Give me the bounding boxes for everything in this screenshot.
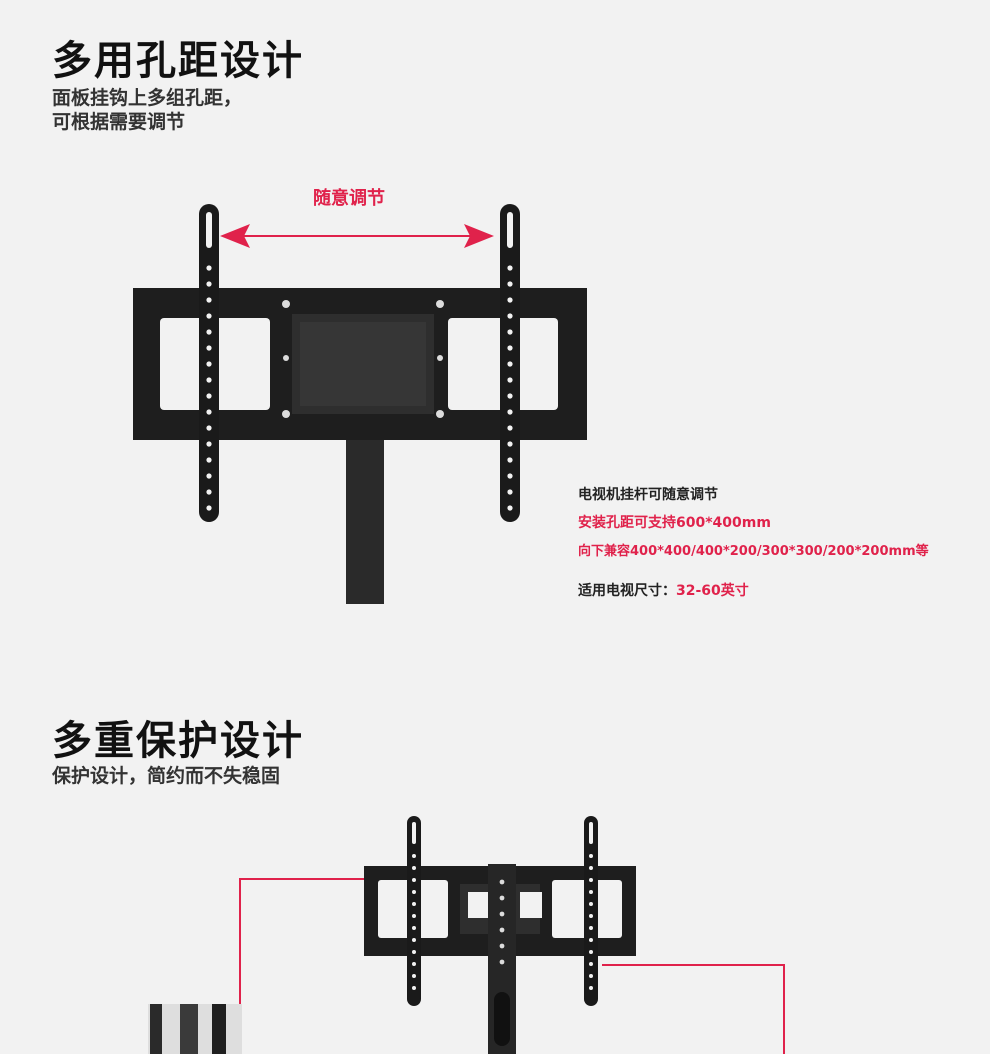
callout-lines [239,878,785,1054]
left-hanger-bar [199,204,219,522]
section2-subtitle: 保护设计，简约而不失稳固 [52,765,281,787]
note-tv-size-label: 适用电视尺寸： [578,583,676,599]
detail-closeup [148,1004,242,1054]
note-adjust: 电视机挂杆可随意调节 [578,487,718,503]
stand-post [346,420,384,604]
central-post [488,864,516,1054]
small-left-hanger-bar [407,816,421,1006]
section2-title: 多重保护设计 [52,718,304,764]
arrow-label: 随意调节 [313,188,385,209]
small-right-hanger-bar [584,816,598,1006]
note-tv-size: 适用电视尺寸：32-60英寸 [578,580,749,600]
section1-subtitle-line2: 可根据需要调节 [52,111,186,133]
note-hole-spacing: 安装孔距可支持600*400mm [578,515,771,531]
note-compatible: 向下兼容400*400/400*200/300*300/200*200mm等 [578,544,929,559]
small-mounting-plate [364,866,636,956]
right-hanger-bar [500,204,520,522]
section1-title: 多用孔距设计 [52,38,304,84]
note-tv-size-value: 32-60英寸 [676,583,749,599]
adjust-arrow-icon [220,224,494,248]
vesa-bracket-illustration [133,204,587,604]
section1-subtitle-line1: 面板挂钩上多组孔距， [52,87,243,109]
